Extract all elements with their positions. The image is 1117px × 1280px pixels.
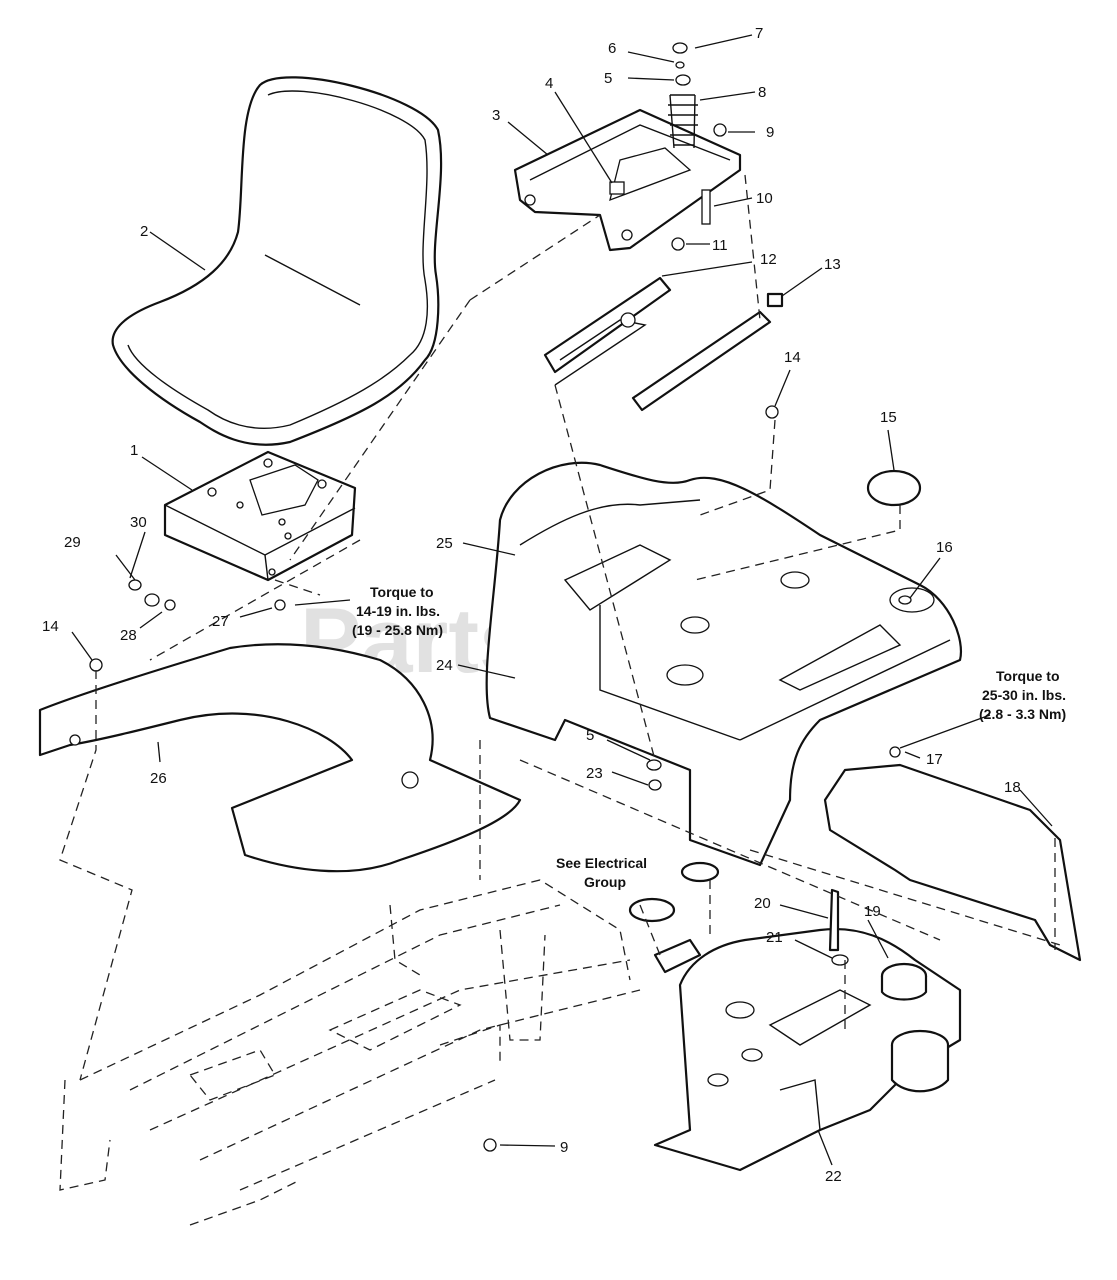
callout-26: 26 [150,770,167,787]
electrical-component[interactable] [628,861,720,974]
callout-11: 11 [712,237,728,254]
part-4-switch [609,181,625,195]
callout-27: 27 [212,613,229,630]
callout-2: 2 [140,223,148,240]
callout-12: 12 [760,251,777,268]
callout-15: 15 [880,409,897,426]
fender-deck[interactable] [485,461,963,867]
electrical-group-note: See Electrical Group [556,855,647,890]
part-27-bolt[interactable] [274,599,286,611]
svg-text:Torque to: Torque to [370,584,434,600]
part-21-grommet[interactable] [831,954,849,966]
svg-text:Torque to: Torque to [996,668,1060,684]
callout-17: 17 [926,751,943,768]
callout-28: 28 [120,627,137,644]
callout-7: 7 [755,25,763,42]
part-14-bolt-right[interactable] [765,405,779,419]
spring-hardware[interactable] [668,42,727,251]
callout-29: 29 [64,534,81,551]
seat-pan[interactable] [163,450,357,582]
torque-note-left: Torque to 14-19 in. lbs. (19 - 25.8 Nm) [352,584,443,638]
part-16-emblem[interactable] [898,595,912,605]
part-20-fuel-line[interactable] [828,888,840,952]
part-17-bolt[interactable] [889,746,901,758]
callout-23: 23 [586,765,603,782]
seat[interactable] [111,76,443,446]
svg-text:(19 - 25.8 Nm): (19 - 25.8 Nm) [352,622,443,638]
tank-neck[interactable] [890,1029,950,1093]
part-11-bolt [671,237,685,251]
callout-6: 6 [608,40,616,57]
callout-5-top: 5 [604,70,612,87]
torque-note-right: Torque to 25-30 in. lbs. (2.8 - 3.3 Nm) [979,668,1066,722]
front-panel[interactable] [38,643,522,873]
svg-text:(2.8 - 3.3 Nm): (2.8 - 3.3 Nm) [979,706,1066,722]
callout-21: 21 [766,929,783,946]
callout-9-frame: 9 [560,1139,568,1156]
callout-9-top: 9 [766,124,774,141]
callout-22: 22 [825,1168,842,1185]
svg-text:Group: Group [584,874,626,890]
callout-5-lower: 5 [586,727,594,744]
callout-19: 19 [864,903,881,920]
callout-20: 20 [754,895,771,912]
part-5-washer-lower[interactable] [646,759,662,771]
callout-8: 8 [758,84,766,101]
callout-3: 3 [492,107,500,124]
part-18-side-rail[interactable] [823,763,1082,962]
callout-labels: 1 2 3 4 5 6 7 8 9 10 11 12 13 14 15 16 1… [42,25,1021,1185]
callout-14-right: 14 [784,349,801,366]
svg-text:See Electrical: See Electrical [556,855,647,871]
callout-14-left: 14 [42,618,59,635]
callout-18: 18 [1004,779,1021,796]
part-13-clip[interactable] [766,292,784,308]
callout-1: 1 [130,442,138,459]
leader-lines [71,34,1053,1166]
part-14-bolt-left[interactable] [89,658,103,672]
callout-24: 24 [436,657,453,674]
assembly-lines [59,174,1061,1081]
part-28-spacer[interactable] [164,599,176,611]
part-23-nut[interactable] [648,779,662,791]
seat-rails[interactable] [543,276,772,412]
callout-25: 25 [436,535,453,552]
fuel-cap[interactable] [880,962,928,1001]
callout-13: 13 [824,256,841,273]
callout-10: 10 [756,190,773,207]
callout-4: 4 [545,75,553,92]
part-30-washer[interactable] [144,593,160,607]
callout-16: 16 [936,539,953,556]
seat-bracket[interactable] [513,108,742,252]
part-15-ring[interactable] [866,469,922,507]
svg-text:14-19 in. lbs.: 14-19 in. lbs. [356,603,440,619]
callout-30: 30 [130,514,147,531]
part-29-nut[interactable] [128,579,142,591]
part-10-bolt [701,189,711,225]
part-9-bolt [713,123,727,137]
chassis-frame [59,879,641,1226]
part-9-bolt-frame[interactable] [483,1138,497,1152]
svg-text:25-30 in. lbs.: 25-30 in. lbs. [982,687,1066,703]
